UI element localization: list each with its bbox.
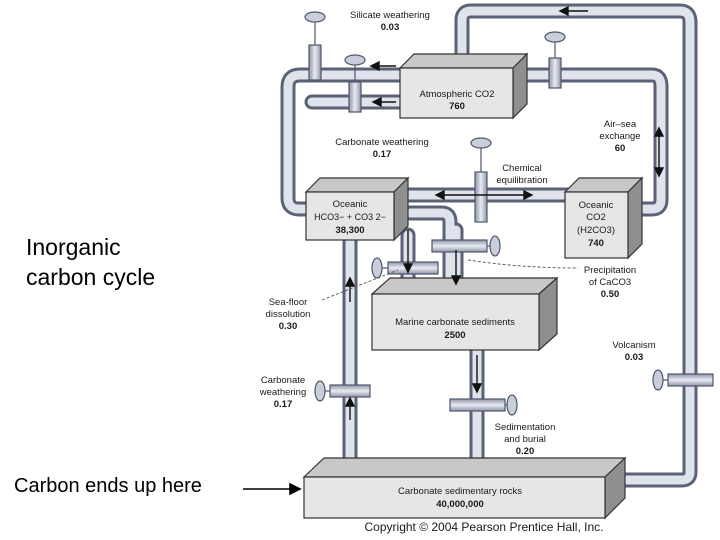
air-sea-line1: Air–sea <box>604 119 637 130</box>
sedimentation-line2: and burial <box>504 434 546 445</box>
oceanic-co2-line3: (H2CO3) <box>577 225 615 236</box>
valve-precipitation <box>431 235 501 257</box>
chemical-equilibration-line1: Chemical <box>502 163 542 174</box>
silicate-weathering-label: Silicate weathering <box>350 10 430 21</box>
reservoir-oceanic-co2 <box>563 176 644 260</box>
oceanic-hco3-line1: Oceanic <box>333 199 368 210</box>
oceanic-hco3-value: 38,300 <box>335 225 364 236</box>
volcanism-label: Volcanism <box>612 340 655 351</box>
slide-note: Carbon ends up here <box>14 475 202 497</box>
precipitation-line1: Precipitation <box>584 265 636 276</box>
valve-carbonate-weathering-bottom <box>314 380 371 402</box>
valve-volcanism <box>652 369 714 391</box>
sedimentary-rocks-value: 40,000,000 <box>436 499 484 510</box>
reservoir-marine-sediments <box>370 276 559 352</box>
valve-carbonate-weathering <box>344 54 366 113</box>
carbonate-weathering-bottom-line1: Carbonate <box>261 375 305 386</box>
atmospheric-value: 760 <box>449 101 465 112</box>
silicate-weathering-value: 0.03 <box>381 22 400 33</box>
sea-floor-value: 0.30 <box>279 321 298 332</box>
reservoir-sedimentary-rocks <box>302 456 627 520</box>
precipitation-value: 0.50 <box>601 289 620 300</box>
carbonate-weathering-bottom-line2: weathering <box>259 387 306 398</box>
flow-arrows <box>344 5 665 420</box>
oceanic-hco3-line2: HCO3− + CO3 2− <box>314 212 386 222</box>
valve-sedimentation <box>449 394 518 416</box>
air-sea-line2: exchange <box>599 131 640 142</box>
note-arrow <box>243 482 302 496</box>
carbonate-weathering-bottom-value: 0.17 <box>274 399 293 410</box>
marine-sediments-label: Marine carbonate sediments <box>395 317 515 328</box>
valve-sea-floor <box>371 257 439 279</box>
slide-title-line2: carbon cycle <box>26 264 156 290</box>
precipitation-line2: of CaCO3 <box>589 277 631 288</box>
valve-silicate <box>304 11 326 81</box>
sea-floor-line1: Sea-floor <box>269 297 308 308</box>
valve-chemical <box>470 137 492 223</box>
leader-lines <box>321 259 579 301</box>
reservoir-oceanic-hco3 <box>304 176 410 242</box>
marine-sediments-value: 2500 <box>444 330 465 341</box>
air-sea-value: 60 <box>615 143 626 154</box>
slide-title: Inorganic carbon cycle <box>26 232 226 292</box>
atmospheric-label: Atmospheric CO2 <box>420 89 495 100</box>
chemical-equilibration-line2: equilibration <box>496 175 547 186</box>
slide-title-line1: Inorganic <box>26 234 121 260</box>
sedimentation-line1: Sedimentation <box>495 422 556 433</box>
oceanic-co2-value: 740 <box>588 238 604 249</box>
volcanism-value: 0.03 <box>625 352 644 363</box>
oceanic-co2-line2: CO2 <box>586 212 606 223</box>
sea-floor-line2: dissolution <box>266 309 311 320</box>
reservoir-atmospheric <box>398 52 529 120</box>
oceanic-co2-line1: Oceanic <box>579 200 614 211</box>
sedimentation-value: 0.20 <box>516 446 535 457</box>
sedimentary-rocks-label: Carbonate sedimentary rocks <box>398 486 522 497</box>
copyright: Copyright © 2004 Pearson Prentice Hall, … <box>365 520 604 534</box>
carbonate-weathering-top-label: Carbonate weathering <box>335 137 428 148</box>
carbonate-weathering-top-value: 0.17 <box>373 149 392 160</box>
valves <box>304 11 714 416</box>
valve-air-sea <box>544 31 566 89</box>
